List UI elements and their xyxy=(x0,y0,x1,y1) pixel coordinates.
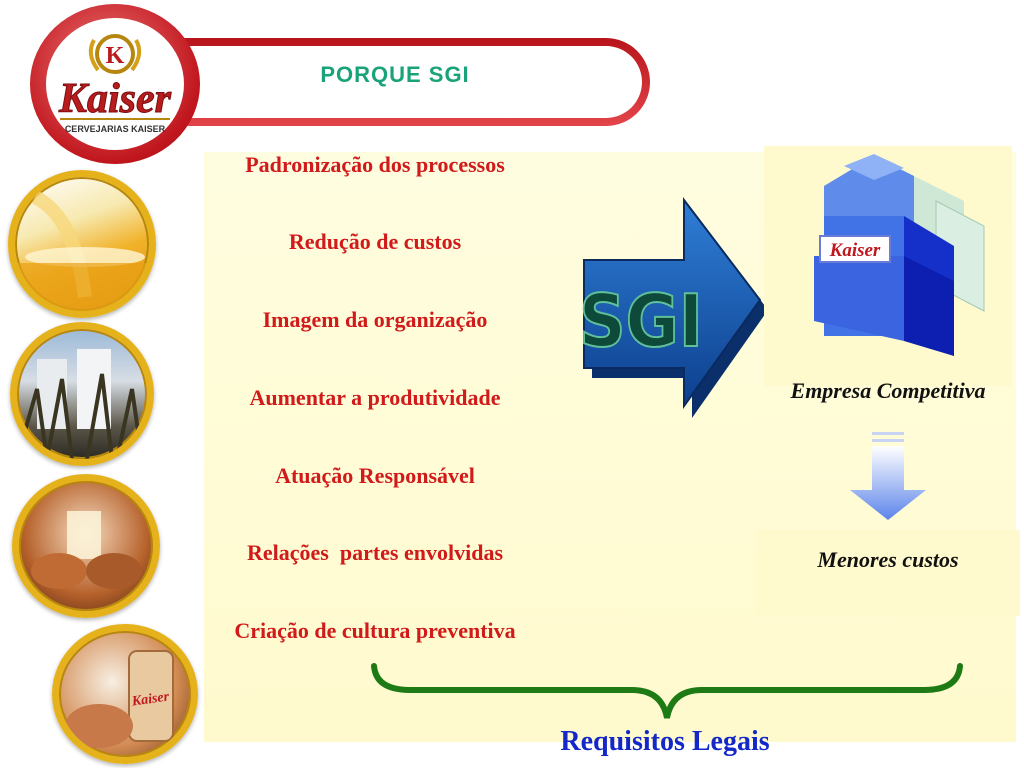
kaiser-logo-art: K Kaiser CERVEJARIAS KAISER xyxy=(57,34,172,134)
reason-item-1: Padronização dos processos xyxy=(245,152,505,177)
kaiser-logo: K Kaiser CERVEJARIAS KAISER xyxy=(30,4,200,164)
legal-requirements-label: Requisitos Legais xyxy=(560,726,770,757)
result-label: Menores custos xyxy=(817,547,959,572)
beer-glass-image xyxy=(15,190,149,311)
logo-subtitle: CERVEJARIAS KAISER xyxy=(65,124,166,134)
result-box xyxy=(756,530,1020,616)
sgi-arrow: SGI xyxy=(578,197,768,418)
beer-can-photo: Kaiser xyxy=(52,624,198,764)
building-icon: Kaiser xyxy=(814,154,985,356)
beer-can-image: Kaiser xyxy=(65,650,174,748)
company-box: Kaiser xyxy=(764,146,1012,386)
curly-brace xyxy=(371,663,963,719)
title-bar xyxy=(150,38,650,126)
reason-item-2: Redução de custos xyxy=(288,229,462,254)
down-arrow-icon xyxy=(850,432,926,520)
building-sign: Kaiser xyxy=(829,240,881,261)
logo-emblem-letter: K xyxy=(106,43,125,69)
reason-item-4: Aumentar a produtividade xyxy=(249,385,501,410)
people-toasting-photo xyxy=(12,474,160,618)
title-bar-inner xyxy=(150,46,642,118)
logo-brand: Kaiser xyxy=(58,76,172,122)
logo-emblem xyxy=(95,34,135,74)
reason-item-3: Imagem da organização xyxy=(262,307,488,332)
page-title: PORQUE SGI xyxy=(320,62,470,87)
beer-glass-photo xyxy=(8,170,156,318)
sgi-arrow-label: SGI xyxy=(579,280,703,364)
brewery-image xyxy=(17,349,144,459)
logo-inner: K Kaiser CERVEJARIAS KAISER xyxy=(46,18,184,150)
can-brand: Kaiser xyxy=(130,689,171,709)
company-label: Empresa Competitiva xyxy=(790,378,986,403)
people-toasting-image xyxy=(31,511,142,589)
reason-item-7: Criação de cultura preventiva xyxy=(234,618,516,643)
reason-item-6: Relações partes envolvidas xyxy=(246,540,504,565)
brewery-photo xyxy=(10,322,154,466)
reason-item-5: Atuação Responsável xyxy=(275,463,475,488)
